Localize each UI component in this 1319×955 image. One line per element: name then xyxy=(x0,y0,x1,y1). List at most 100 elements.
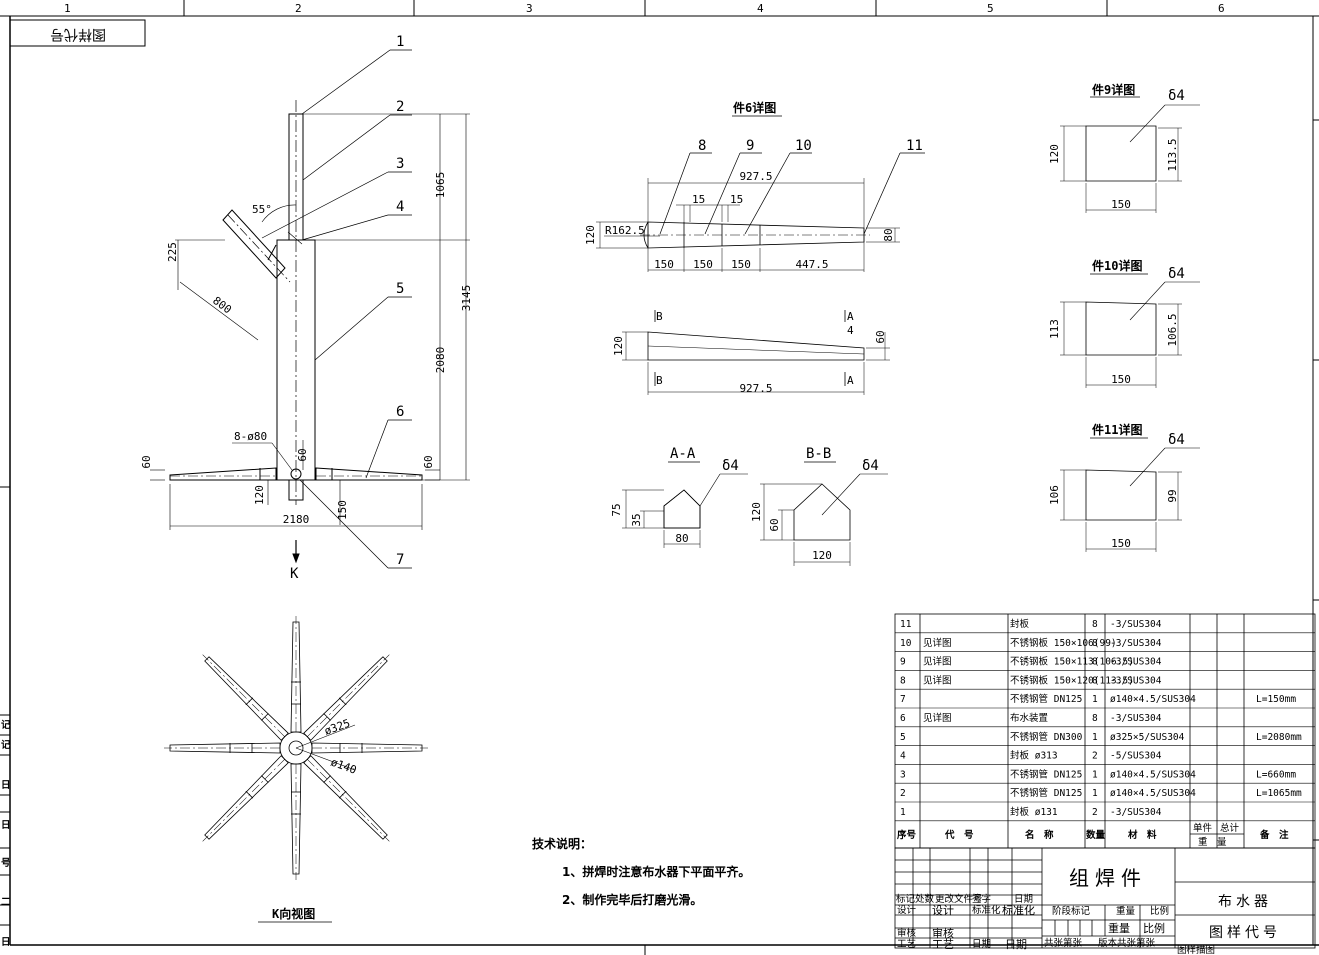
bom-cell-name: 不锈钢板 150×106(99) xyxy=(1010,637,1117,649)
tb-label: 重量 xyxy=(1108,921,1130,935)
leader-number: 10 xyxy=(795,138,812,154)
bom-cell-qty: 1 xyxy=(1092,788,1098,799)
tb-label: 处数 xyxy=(915,893,935,905)
dim-120-bb: 120 xyxy=(750,502,763,522)
dim-1065: 1065 xyxy=(434,172,447,199)
bom-header-cell: 重 量 xyxy=(1198,836,1227,848)
k-view xyxy=(163,615,428,923)
plate-detail-labels: 件9详图 δ4 120 113.5 150 件10详图 δ4 113 106.5… xyxy=(1048,82,1185,550)
detail-title: 件11详图 xyxy=(1092,422,1142,437)
dim-447-5: 447.5 xyxy=(795,258,828,271)
dim-35: 35 xyxy=(630,513,643,526)
bom-header-cell: 代 号 xyxy=(944,829,974,841)
dim-927-5: 927.5 xyxy=(739,170,772,183)
section-bb-thickness: δ4 xyxy=(862,458,879,474)
bom-header-cell: 数量 xyxy=(1085,829,1106,841)
bom-cell-name: 封板 xyxy=(1010,618,1030,630)
bom-cell-name: 不锈钢管 DN125 xyxy=(1010,787,1082,799)
detail-bottom-dim: 150 xyxy=(1111,373,1131,386)
dim-15-b: 15 xyxy=(730,193,743,206)
bom-cell-qty: 8 xyxy=(1092,657,1098,668)
leader-number: 9 xyxy=(746,138,754,154)
bom-cell-material: -3/SUS304 xyxy=(1110,657,1162,668)
dim-60: 60 xyxy=(874,330,887,343)
bom-cell-material: -5/SUS304 xyxy=(1110,751,1162,762)
bom-cell-note: L=660mm xyxy=(1256,769,1296,780)
dim-80: 80 xyxy=(882,228,895,241)
dim-800: 800 xyxy=(210,294,234,316)
bom-cell-material: ø140×4.5/SUS304 xyxy=(1110,694,1196,705)
tb-label: 设计 xyxy=(932,904,954,917)
section-bb-title: B-B xyxy=(806,446,831,462)
note-item: 1、拼焊时注意布水器下平面平齐。 xyxy=(562,865,751,879)
bom-cell-no: 11 xyxy=(900,619,912,630)
bom-cell-material: -3/SUS304 xyxy=(1110,638,1162,649)
dim-2180: 2180 xyxy=(283,513,310,526)
tb-label: 设计 xyxy=(897,904,917,916)
dim-4: 4 xyxy=(847,324,854,337)
k-view-marker: K xyxy=(290,566,299,582)
detail-bottom-dim: 150 xyxy=(1111,198,1131,211)
side-mark: 二 xyxy=(1,897,11,908)
dim-60-left: 60 xyxy=(140,455,153,468)
dim-120: 120 xyxy=(584,225,597,245)
bom-cell-qty: 1 xyxy=(1092,694,1098,705)
tb-label: 更改文件号 xyxy=(935,893,983,905)
dim-3145: 3145 xyxy=(460,285,473,312)
bom-cell-no: 7 xyxy=(900,694,906,705)
side-mark: 日 xyxy=(1,937,11,948)
zone-label: 5 xyxy=(987,2,994,15)
tb-label: 版本共张第张 xyxy=(1098,937,1156,949)
bom-cell-qty: 2 xyxy=(1092,751,1098,762)
section-mark-b: B xyxy=(656,374,663,387)
dim-150: 150 xyxy=(336,500,349,520)
bom-cell-qty: 8 xyxy=(1092,638,1098,649)
dim-75: 75 xyxy=(610,503,623,516)
zone-label: 4 xyxy=(757,2,764,15)
detail-right-dim: 106.5 xyxy=(1166,313,1179,346)
part6-title: 件6详图 xyxy=(733,100,776,115)
tb-label: 比例 xyxy=(1143,921,1165,935)
main-view xyxy=(150,100,470,564)
tb-label: 标准化 xyxy=(1002,903,1035,917)
bom-cell-no: 6 xyxy=(900,713,906,724)
dim-r162: R162.5 xyxy=(605,224,645,237)
side-mark: 记 xyxy=(1,719,11,731)
bom-cell-note: L=2080mm xyxy=(1256,732,1302,743)
dim-holes: 8-ø80 xyxy=(234,430,267,443)
dim-150-c: 150 xyxy=(731,258,751,271)
bom-cell-name: 不锈钢管 DN125 xyxy=(1010,768,1082,780)
bom-cell-name: 不锈钢板 150×120(113.5) xyxy=(1010,674,1134,686)
side-mark: 号 xyxy=(1,858,11,869)
detail-thickness: δ4 xyxy=(1168,432,1185,448)
bom-cell-no: 4 xyxy=(900,751,906,762)
dim-2080: 2080 xyxy=(434,347,447,374)
detail-thickness: δ4 xyxy=(1168,88,1185,104)
dim-325: ø325 xyxy=(323,717,352,738)
tb-label: 比例 xyxy=(1150,905,1169,917)
bom-cell-no: 2 xyxy=(900,788,906,799)
detail-right-dim: 113.5 xyxy=(1166,138,1179,171)
part-name: 组焊件 xyxy=(1069,866,1147,890)
bom-header-cell: 序号 xyxy=(897,829,917,841)
dim-15-a: 15 xyxy=(692,193,705,206)
tb-label: 共张第张 xyxy=(1044,937,1083,949)
zone-label: 6 xyxy=(1218,2,1225,15)
tb-label: 标准化 xyxy=(972,904,1001,916)
leader-number: 5 xyxy=(396,281,404,297)
bom-cell-code: 见详图 xyxy=(923,674,952,686)
detail-bottom-dim: 150 xyxy=(1111,537,1131,550)
dim-60-bb: 60 xyxy=(768,518,781,531)
stamp-label: 图样代号 xyxy=(50,26,106,42)
leader-number: 2 xyxy=(396,99,404,115)
bom-cell-no: 10 xyxy=(900,638,912,649)
part-leaders xyxy=(261,49,925,569)
bom-header-cell: 总计 xyxy=(1220,822,1240,834)
dim-120-side: 120 xyxy=(612,336,625,356)
bom-cell-no: 3 xyxy=(900,769,906,780)
